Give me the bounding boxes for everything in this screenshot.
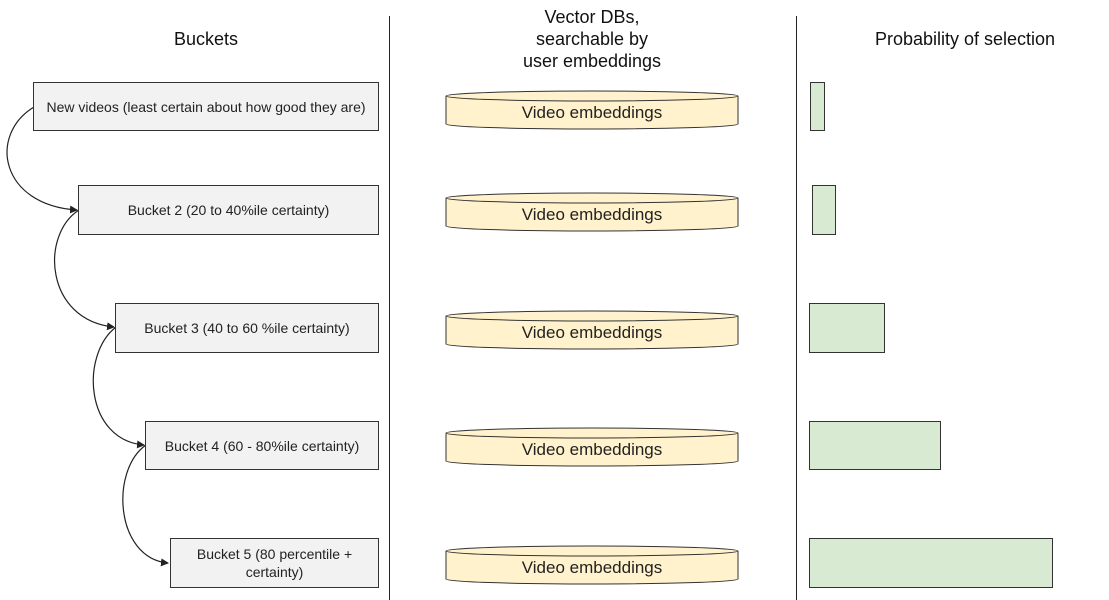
vector-db-cylinder-3: Video embeddings bbox=[445, 310, 739, 350]
column-divider-right bbox=[796, 16, 797, 600]
cylinder-body bbox=[445, 316, 739, 350]
vector-db-cylinder-4: Video embeddings bbox=[445, 427, 739, 467]
probability-bar-3 bbox=[809, 303, 885, 353]
cylinder-top bbox=[445, 192, 739, 204]
buckets-column-title: Buckets bbox=[173, 29, 239, 49]
flow-arrow-3-to-4 bbox=[92, 326, 145, 449]
bucket-label: Bucket 5 (80 percentile + certainty) bbox=[196, 546, 353, 580]
bucket-label: Bucket 4 (60 - 80%ile certainty) bbox=[164, 437, 360, 454]
vector-db-label: Video embeddings bbox=[522, 558, 663, 577]
cylinder-body bbox=[445, 96, 739, 130]
vector-db-cylinder-2: Video embeddings bbox=[445, 192, 739, 232]
vector-db-column-title: Vector DBs, searchable by user embedding… bbox=[492, 6, 692, 72]
probability-bar-2 bbox=[812, 185, 836, 235]
bucket-label: Bucket 2 (20 to 40%ile certainty) bbox=[127, 202, 330, 218]
bucket-label: Bucket 3 (40 to 60 %ile certainty) bbox=[144, 320, 350, 336]
bucket-label: New videos (least certain about how good… bbox=[46, 98, 366, 115]
cylinder-top bbox=[445, 427, 739, 439]
bucket-new-videos: New videos (least certain about how good… bbox=[33, 82, 379, 131]
vector-db-cylinder-1: Video embeddings bbox=[445, 90, 739, 130]
flow-arrow-2-to-3 bbox=[54, 209, 115, 331]
probability-bar-5 bbox=[809, 538, 1053, 588]
probability-bar-1 bbox=[810, 82, 825, 131]
probability-bar-4 bbox=[809, 421, 941, 470]
bucket-2: Bucket 2 (20 to 40%ile certainty) bbox=[78, 185, 379, 235]
flow-arrow-4-to-5 bbox=[122, 444, 169, 567]
vector-db-title-line-2: searchable by bbox=[535, 29, 649, 49]
vector-db-label: Video embeddings bbox=[522, 205, 663, 224]
cylinder-body bbox=[445, 433, 739, 467]
bucket-4: Bucket 4 (60 - 80%ile certainty) bbox=[145, 421, 379, 470]
probability-column-title: Probability of selection bbox=[874, 29, 1056, 49]
cylinder-top bbox=[445, 545, 739, 557]
bucket-3: Bucket 3 (40 to 60 %ile certainty) bbox=[115, 303, 379, 353]
cylinder-top bbox=[445, 310, 739, 322]
cylinder-body bbox=[445, 198, 739, 232]
vector-db-title-line-1: Vector DBs, bbox=[544, 7, 640, 27]
vector-db-label: Video embeddings bbox=[522, 440, 663, 459]
cylinder-top bbox=[445, 90, 739, 102]
vector-db-label: Video embeddings bbox=[522, 323, 663, 342]
vector-db-title-line-3: user embeddings bbox=[522, 51, 662, 71]
cylinder-body bbox=[445, 551, 739, 585]
vector-db-label: Video embeddings bbox=[522, 103, 663, 122]
vector-db-cylinder-5: Video embeddings bbox=[445, 545, 739, 585]
flow-arrow-1-to-2 bbox=[6, 106, 78, 214]
bucket-5: Bucket 5 (80 percentile + certainty) bbox=[170, 538, 379, 588]
column-divider-left bbox=[389, 16, 390, 600]
